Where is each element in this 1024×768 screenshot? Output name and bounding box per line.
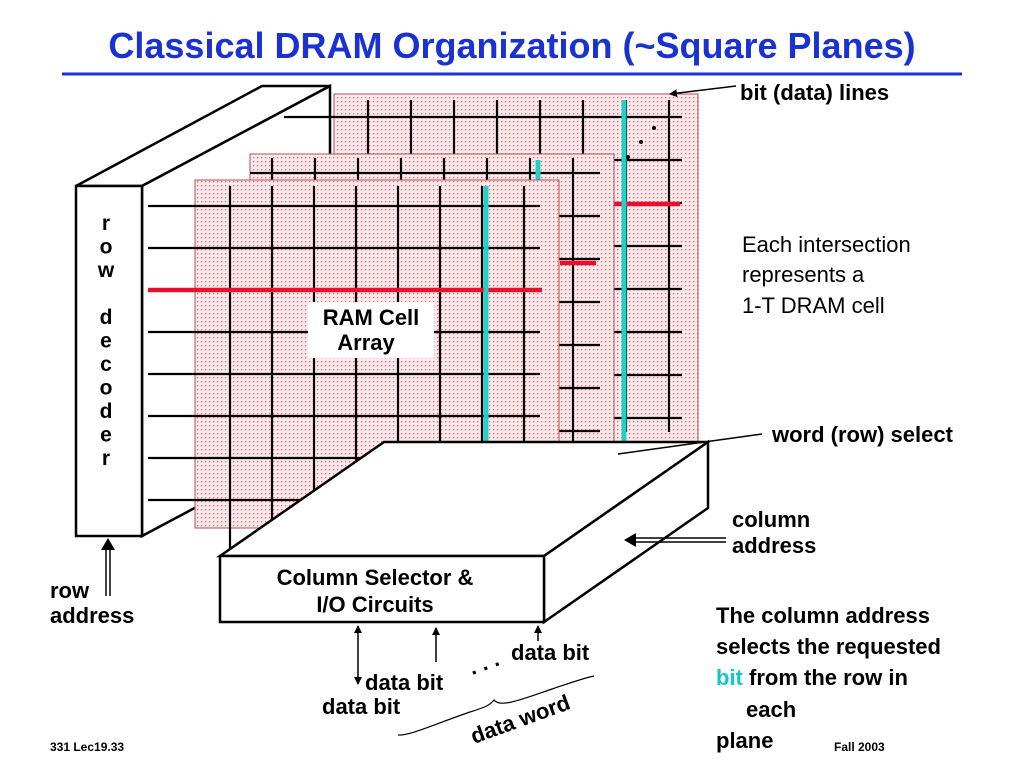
ram-cell-label-bg bbox=[308, 302, 434, 358]
note-line4: each bbox=[746, 697, 796, 722]
note-line2: selects the requested bbox=[716, 634, 941, 659]
note-line1: The column address bbox=[716, 603, 930, 628]
column-address-arrow bbox=[624, 533, 726, 547]
decoder-letter: e bbox=[100, 424, 112, 447]
data-bit-label-left: data bit bbox=[322, 694, 401, 719]
note-line3: bit from the row in bbox=[716, 665, 908, 690]
data-bit-label-middle: data bit bbox=[365, 670, 444, 695]
ram-cell-label-line1: RAM Cell bbox=[323, 305, 420, 330]
footer-term: Fall 2003 bbox=[834, 740, 885, 754]
note-line5: plane bbox=[716, 728, 773, 753]
column-address-label-line1: column bbox=[732, 507, 810, 532]
data-word-label: data word bbox=[467, 690, 573, 749]
slide-title: Classical DRAM Organization (~Square Pla… bbox=[108, 25, 915, 66]
column-address-label-line2: address bbox=[732, 533, 816, 558]
data-word-brace bbox=[397, 675, 595, 736]
word-select-label: word (row) select bbox=[771, 422, 954, 447]
decoder-letter: w bbox=[97, 259, 115, 282]
data-bit-label-right: data bit bbox=[511, 640, 590, 665]
intersection-note-line2: represents a bbox=[742, 262, 865, 287]
intersection-note-line1: Each intersection bbox=[742, 232, 911, 257]
row-address-arrow bbox=[101, 538, 115, 596]
row-address-label-line2: address bbox=[50, 603, 134, 628]
column-selector-label-line2: I/O Circuits bbox=[316, 592, 433, 617]
decoder-letter: d bbox=[100, 306, 113, 329]
decoder-letter: d bbox=[100, 400, 113, 423]
row-address-label-line1: row bbox=[50, 578, 90, 603]
decoder-letter: c bbox=[100, 353, 112, 376]
decoder-letter: o bbox=[100, 236, 113, 259]
data-bit-ellipsis: . . . bbox=[465, 646, 502, 680]
note-bit-highlight: bit bbox=[716, 665, 744, 690]
plane-ellipsis bbox=[626, 126, 656, 159]
bit-lines-pointer bbox=[669, 85, 737, 98]
decoder-letter: r bbox=[102, 447, 110, 470]
decoder-letter: e bbox=[100, 330, 112, 353]
ram-cell-label-line2: Array bbox=[337, 330, 395, 355]
decoder-letter: o bbox=[100, 377, 113, 400]
column-selector-box: Column Selector & I/O Circuits bbox=[216, 439, 712, 625]
intersection-note-line3: 1-T DRAM cell bbox=[742, 293, 885, 318]
word-select-pointer bbox=[617, 433, 763, 455]
bit-lines-label: bit (data) lines bbox=[740, 80, 889, 105]
footer-lecture: 331 Lec19.33 bbox=[50, 740, 124, 754]
note-line3-rest: from the row in bbox=[743, 665, 908, 690]
decoder-letter: r bbox=[102, 212, 110, 235]
column-selector-label-line1: Column Selector & bbox=[277, 565, 474, 590]
